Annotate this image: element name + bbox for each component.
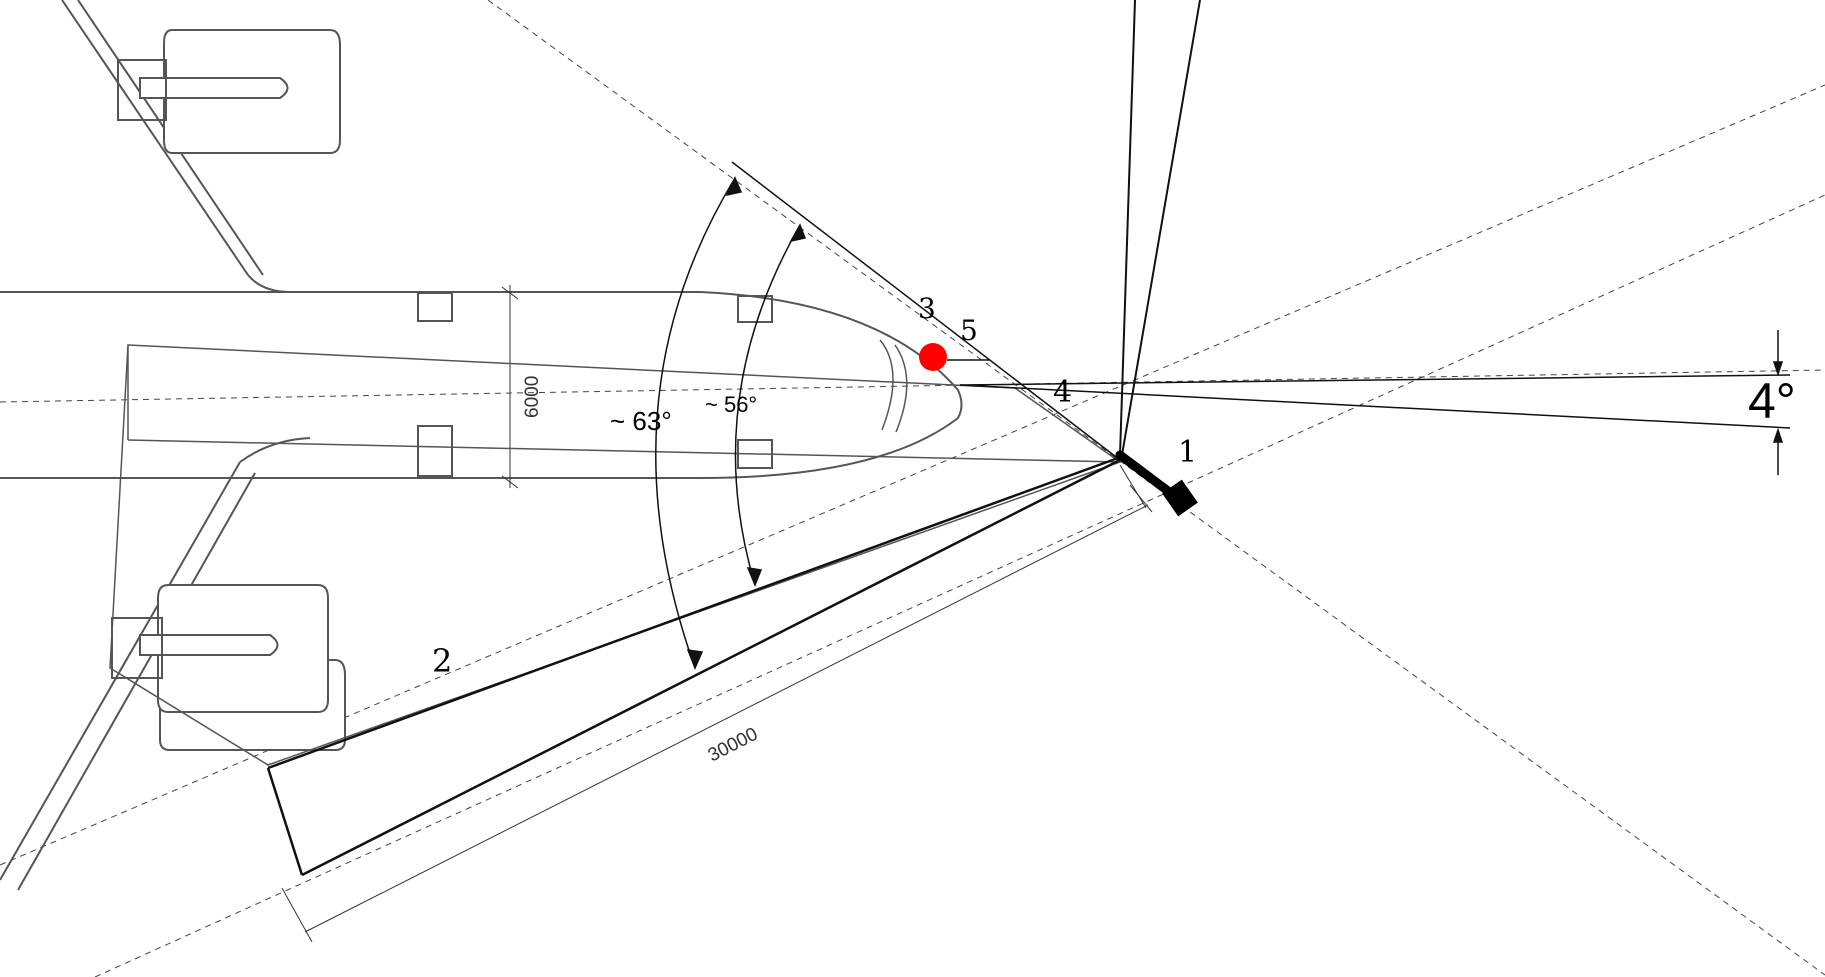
marker-3: 3	[918, 292, 936, 325]
window-2	[737, 295, 773, 323]
guide-line-bottom-left	[94, 194, 1825, 977]
centerline	[0, 369, 1825, 403]
bridge-upper-line	[731, 161, 1121, 461]
arm-lower-edge	[301, 458, 1121, 877]
arm-upper-edge	[267, 456, 1119, 770]
arc-63	[655, 177, 736, 669]
marker-2: 2	[432, 642, 452, 680]
nose-contact-point	[919, 343, 947, 371]
stem-lines	[1119, 0, 1201, 456]
fuselage-width-label: 6000	[522, 376, 543, 418]
window-1	[417, 292, 453, 322]
marker-4: 4	[1053, 375, 1072, 410]
marker-5: 5	[960, 314, 978, 347]
marker-1: 1	[1178, 435, 1197, 470]
arm-end	[266, 767, 304, 876]
tilt-lines	[959, 330, 1791, 475]
upper-engine	[117, 29, 341, 154]
angle-label-wide: ~ 63°	[610, 406, 672, 436]
lower-engine	[111, 584, 346, 751]
arc-56	[734, 224, 801, 586]
bridge-arms	[266, 161, 1121, 877]
bridge-head	[1115, 450, 1198, 517]
lower-wing	[0, 437, 311, 891]
fuselage-width-dimension	[501, 285, 519, 489]
angle-label-narrow: ~ 56°	[705, 392, 757, 417]
window-3	[417, 425, 453, 477]
fuselage	[0, 291, 963, 479]
tilt-angle-label: 4°	[1748, 373, 1796, 429]
angle-arcs	[655, 176, 807, 670]
boom-length-label: 30000	[705, 724, 762, 767]
boom-length-dimension	[281, 464, 1153, 943]
